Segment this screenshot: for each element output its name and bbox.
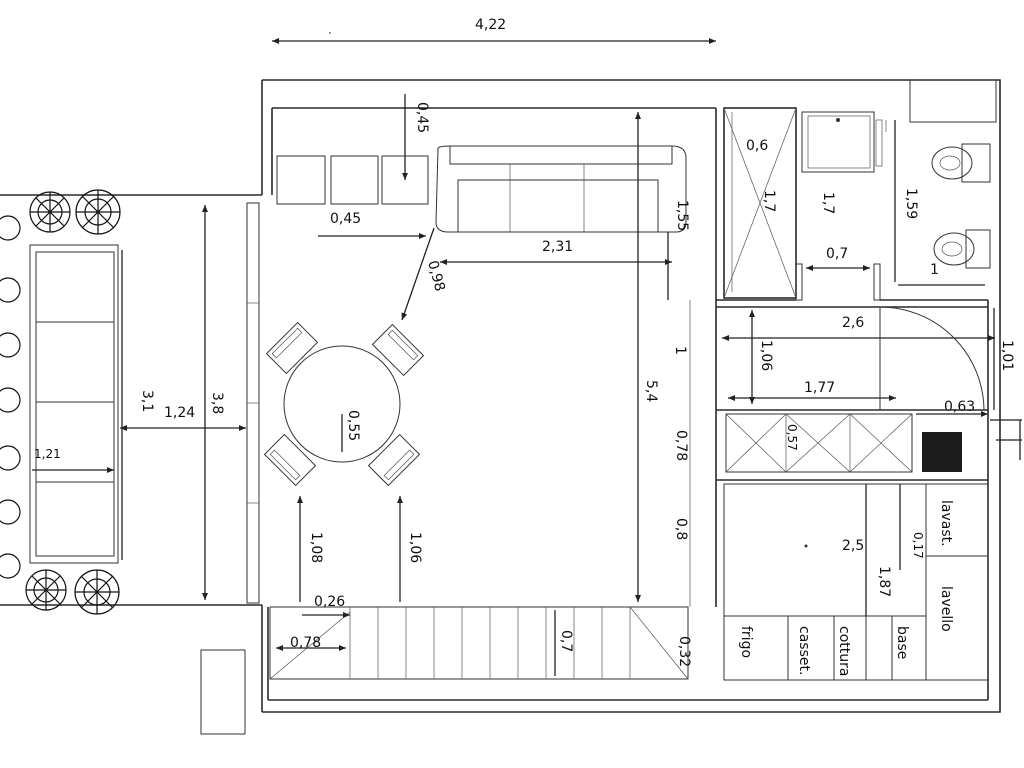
door-width-label: 0,63 bbox=[944, 399, 975, 415]
toilet-icon bbox=[933, 229, 991, 269]
gap-1-label: 1 bbox=[672, 346, 688, 355]
cooktop-label: cottura bbox=[836, 626, 852, 676]
shelf-depth-label: 0,45 bbox=[414, 102, 430, 133]
stair-width-label: 0,78 bbox=[290, 635, 321, 651]
counter-width-label: 0,57 bbox=[785, 424, 799, 451]
bath-gap-label: 0,7 bbox=[826, 246, 848, 262]
hall-width-label: 2,6 bbox=[842, 315, 864, 331]
hall-length-label: 1,77 bbox=[804, 380, 835, 396]
sofa-length-label: 2,31 bbox=[542, 239, 573, 255]
wc-width-label: 1 bbox=[930, 262, 939, 278]
base-label: base bbox=[894, 626, 910, 659]
building-outline bbox=[261, 79, 1001, 713]
sink-label: lavello bbox=[938, 586, 954, 632]
plant-icon bbox=[74, 569, 120, 615]
table-dimensions: 1,08 1,06 bbox=[297, 496, 423, 602]
room-height-label: 5,4 bbox=[643, 380, 659, 402]
stair-end-label: 0,32 bbox=[676, 636, 692, 667]
overall-width-label: 4,22 bbox=[475, 17, 506, 33]
plant-icon bbox=[29, 191, 71, 233]
stair-height-label: 0,7 bbox=[558, 630, 574, 652]
mark-dot bbox=[804, 544, 808, 548]
shower-height-label: 1,7 bbox=[761, 190, 777, 212]
boiler bbox=[909, 79, 997, 123]
shower-width-label: 0,6 bbox=[746, 138, 768, 154]
gap-078-label: 0,78 bbox=[673, 430, 689, 461]
table-to-stair-left-label: 1,08 bbox=[308, 532, 324, 563]
bidet-icon bbox=[931, 143, 991, 183]
kitchen: 0,57 2,5 1,87 0,17 lavast. lavello frigo… bbox=[716, 409, 989, 681]
room-height-dimension: 5,4 bbox=[635, 112, 659, 602]
bathroom: 0,6 1,7 1,7 0,7 1,59 1 bbox=[723, 79, 997, 301]
basin-height-label: 1,7 bbox=[820, 192, 836, 214]
outdoor-box bbox=[200, 649, 246, 735]
hall-height-2-label: 1,01 bbox=[999, 340, 1015, 371]
door-swing bbox=[879, 306, 985, 411]
dishwasher-label: lavast. bbox=[938, 500, 954, 547]
sofa-dimensions: 2,31 1,55 0,98 bbox=[401, 200, 690, 321]
diagonal-label: 0,98 bbox=[424, 259, 448, 293]
sofa-gap-label: 1,55 bbox=[674, 200, 690, 231]
hallway: 2,6 1,06 1,01 1,77 0,63 bbox=[716, 306, 1022, 460]
staircase: 0,26 0,78 0,7 0,32 bbox=[269, 594, 692, 680]
table-to-stair-right-label: 1,06 bbox=[407, 532, 423, 563]
terrace-plants bbox=[0, 189, 121, 615]
mark-dot bbox=[329, 32, 331, 34]
table-diameter-label: 0,55 bbox=[345, 410, 361, 441]
terrace-sofa bbox=[29, 244, 119, 564]
kitchen-depth-2-label: 0,17 bbox=[911, 532, 925, 559]
shelf-units: 0,45 0,45 bbox=[276, 94, 430, 239]
kitchen-length-label: 2,5 bbox=[842, 538, 864, 554]
terrace-sofa-length-label: 3,1 bbox=[139, 390, 155, 412]
terrace-width-label: 1,24 bbox=[164, 405, 195, 421]
kitchen-depth-1-label: 1,87 bbox=[876, 566, 892, 597]
appliance-block bbox=[922, 432, 962, 472]
stair-step-label: 0,26 bbox=[314, 594, 345, 610]
fridge-label: frigo bbox=[738, 626, 754, 658]
right-gap-dimensions: 1 0,78 0,8 bbox=[672, 300, 691, 607]
gap-08-label: 0,8 bbox=[673, 518, 689, 540]
dining-table: 0,55 bbox=[263, 321, 425, 487]
plant-icon bbox=[75, 189, 121, 235]
plant-icon bbox=[25, 569, 67, 611]
terrace-sofa-depth-label: 1,21 bbox=[34, 447, 61, 461]
terrace bbox=[0, 194, 262, 606]
drawers-label: casset. bbox=[796, 626, 812, 675]
terrace-dimensions: 1,24 3,8 3,1 1,21 bbox=[32, 205, 246, 600]
hall-height-label: 1,06 bbox=[758, 340, 774, 371]
overall-width-dimension: 4,22 bbox=[272, 17, 716, 44]
terrace-height-label: 3,8 bbox=[209, 392, 225, 414]
wc-height-label: 1,59 bbox=[903, 188, 919, 219]
living-sofa bbox=[435, 145, 687, 233]
hedge bbox=[0, 215, 21, 579]
shelf-width-label: 0,45 bbox=[330, 211, 361, 227]
bathroom-wall bbox=[715, 299, 988, 607]
